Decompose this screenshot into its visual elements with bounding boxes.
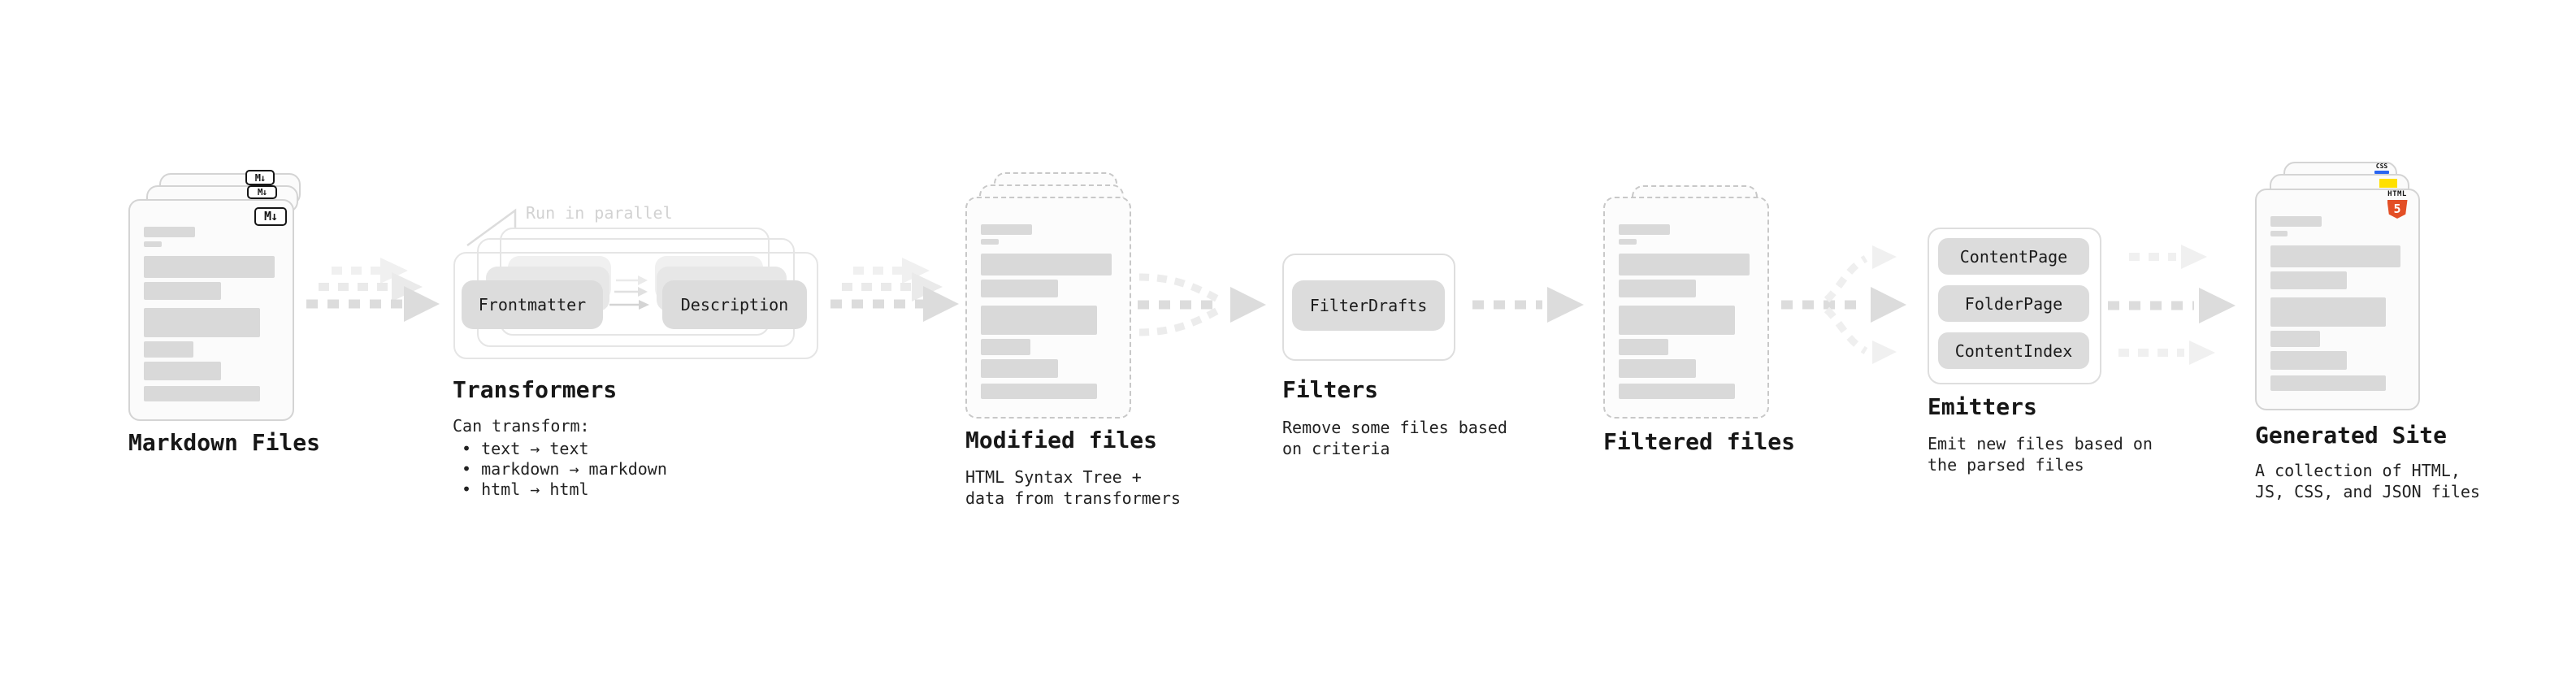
file-content-bar [981,306,1097,335]
file-content-placeholder [2270,216,2405,391]
bullet-item: • html → html [462,479,589,499]
file-content-bar [144,256,275,278]
css-icon: CSS [2374,163,2389,174]
label-modified-files: Modified files [965,427,1158,453]
label-generated-site: Generated Site [2255,422,2448,449]
html5-icon: HTML 5 [2386,191,2409,219]
file-content-bar [981,384,1097,399]
emitter-pill-contentpage: ContentPage [1938,238,2089,275]
emitter-pill-contentindex: ContentIndex [1938,332,2089,369]
emitter-pill-folderpage: FolderPage [1938,285,2089,322]
note-line: Remove some files based [1282,418,1507,437]
note-line: Emit new files based on [1928,434,2153,453]
file-content-bar [1619,280,1696,297]
file-content-bar [1619,254,1750,275]
transformer-pill-description: Description [662,280,807,329]
file-content-bar [1619,359,1696,378]
run-in-parallel-label: Run in parallel [526,203,673,223]
file-content-bar [144,241,162,247]
markdown-icon: M↓ [254,207,287,226]
file-content-bar [144,308,260,337]
label-transformers: Transformers [453,376,618,403]
markdown-file-card-front [128,199,294,421]
arrow-filters-to-filtered [1472,287,1584,323]
file-content-bar [1619,339,1669,355]
transformer-pill-frontmatter: Frontmatter [462,280,603,329]
bullet-item: • markdown → markdown [462,459,667,479]
arrow-markdown-to-transformers [306,258,440,322]
generated-site-note: A collection of HTML, JS, CSS, and JSON … [2255,460,2480,502]
filter-pill-filterdrafts: FilterDrafts [1292,280,1445,331]
javascript-icon [2379,179,2397,188]
note-line: JS, CSS, and JSON files [2255,482,2480,501]
file-content-bar [1619,224,1671,235]
modified-file-card-front [965,197,1131,419]
file-content-bar [144,282,221,300]
note-line: HTML Syntax Tree + [965,467,1142,487]
file-content-placeholder [1619,224,1754,399]
arrow-filtered-to-emitters [1781,245,1906,364]
html5-icon-label: HTML [2387,190,2407,198]
file-content-placeholder [144,227,279,401]
file-content-bar [144,362,221,380]
file-content-bar [1619,384,1735,399]
arrow-transformers-to-modified [830,258,959,322]
file-content-bar [981,280,1058,297]
modified-files-note: HTML Syntax Tree + data from transformer… [965,466,1181,509]
file-content-bar [2270,351,2348,370]
file-content-bar [2270,231,2288,236]
filtered-file-card-front [1603,197,1769,419]
arrow-modified-to-filters [1138,273,1266,336]
arrow-emitters-to-generated [2108,245,2236,365]
html5-icon-number: 5 [2393,202,2401,216]
file-content-bar [2270,375,2386,391]
css-icon-bar [2374,171,2389,174]
file-content-bar [144,386,260,401]
label-markdown-files: Markdown Files [128,429,321,456]
note-line: on criteria [1282,439,1390,458]
transformers-bullet-list: • text → text • markdown → markdown • ht… [462,439,667,500]
file-content-bar [2270,271,2348,289]
css-icon-label: CSS [2375,163,2388,170]
file-content-bar [981,254,1112,275]
note-line: A collection of HTML, [2255,461,2461,480]
file-content-bar [981,339,1031,355]
note-line: the parsed files [1928,455,2084,475]
file-content-placeholder [981,224,1116,399]
bullet-item: • text → text [462,439,589,458]
transformer-frame-front [453,252,818,359]
file-content-bar [2270,297,2386,327]
label-emitters: Emitters [1928,393,2037,420]
emitters-note: Emit new files based on the parsed files [1928,433,2153,475]
file-content-bar [2270,331,2321,347]
label-filtered-files: Filtered files [1603,428,1796,455]
file-content-bar [2270,216,2322,227]
markdown-icon: M↓ [245,170,275,185]
file-content-bar [981,359,1058,378]
note-line: data from transformers [965,488,1181,508]
file-content-bar [981,224,1033,235]
transformers-note-title: Can transform: [453,416,590,436]
file-content-bar [2270,245,2401,267]
file-content-bar [1619,306,1735,335]
markdown-icon: M↓ [247,185,277,199]
html5-icon-shield: 5 [2387,200,2408,219]
label-filters: Filters [1282,376,1379,403]
file-content-bar [981,239,999,245]
filters-note: Remove some files based on criteria [1282,417,1507,459]
file-content-bar [144,227,196,237]
generated-file-card-front [2255,189,2420,410]
file-content-bar [1619,239,1637,245]
file-content-bar [144,341,194,358]
